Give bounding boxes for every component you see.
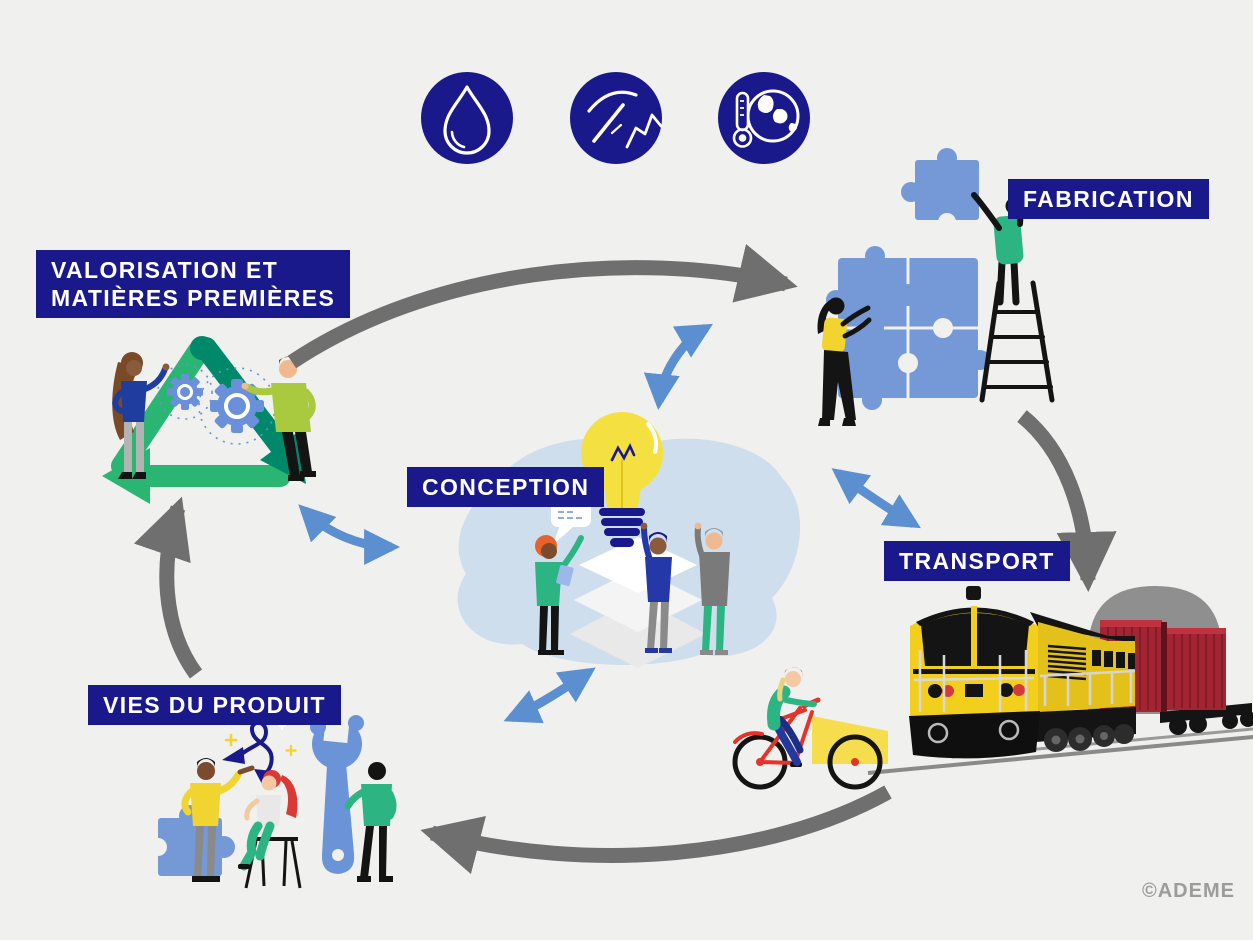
big-wrench bbox=[310, 708, 364, 874]
arrow-vies-to-valorisation bbox=[133, 496, 203, 679]
arrow-fabrication-transport bbox=[831, 468, 921, 529]
pickaxe-mining-icon bbox=[570, 72, 663, 164]
person-silhouette-puzzle bbox=[817, 297, 872, 426]
inner-arrows bbox=[298, 323, 921, 724]
recycling-symbol bbox=[102, 336, 306, 504]
curly-arrow-doodle bbox=[222, 720, 297, 786]
arrow-valorisation-to-fabrication bbox=[287, 243, 798, 369]
person-woman-recycling bbox=[112, 352, 170, 479]
rail-track bbox=[867, 735, 1253, 775]
transport-label: TRANSPORT bbox=[884, 541, 1070, 582]
arrow-transport-to-vies bbox=[420, 785, 892, 875]
conception-label: CONCEPTION bbox=[407, 467, 605, 508]
gears bbox=[157, 364, 276, 445]
person-presenter bbox=[535, 535, 584, 655]
person-listening bbox=[694, 522, 730, 655]
arrow-conception-valorisation bbox=[298, 504, 401, 565]
person-green-sweater bbox=[344, 762, 397, 882]
person-seated-stool bbox=[238, 770, 302, 889]
valorisation-label-line1: VALORISATION ET bbox=[51, 257, 279, 283]
transport-illustration bbox=[732, 586, 1253, 790]
cycle-arrows bbox=[133, 243, 1117, 875]
person-on-ladder bbox=[971, 192, 1024, 306]
person-pointing bbox=[640, 522, 672, 653]
conception-illustration bbox=[457, 412, 801, 668]
valorisation-illustration bbox=[102, 336, 316, 504]
puzzle-piece-single bbox=[149, 805, 235, 876]
puzzle-piece-floating bbox=[901, 148, 979, 231]
water-drop-icon bbox=[421, 72, 513, 164]
arrow-conception-fabrication bbox=[643, 323, 713, 411]
arrow-fabrication-to-transport bbox=[1017, 410, 1117, 592]
valorisation-label: VALORISATION ET MATIÈRES PREMIÈRES bbox=[36, 250, 351, 319]
thermometer-globe-icon bbox=[718, 72, 810, 164]
valorisation-label-line2: MATIÈRES PREMIÈRES bbox=[51, 285, 336, 312]
ladder bbox=[979, 280, 1055, 403]
person-yellow-sweater bbox=[181, 758, 255, 882]
arrow-conception-transport bbox=[503, 667, 596, 724]
cargo-bike bbox=[732, 666, 888, 790]
person-man-recycling bbox=[241, 356, 316, 481]
vies-du-produit-label: VIES DU PRODUIT bbox=[88, 685, 341, 726]
impact-icons bbox=[421, 72, 810, 164]
ademe-credit: ©ADEME bbox=[1142, 880, 1235, 902]
locomotive bbox=[909, 586, 1136, 759]
fabrication-label: FABRICATION bbox=[1008, 179, 1209, 220]
vies-illustration bbox=[149, 708, 397, 889]
fabrication-illustration bbox=[817, 148, 1055, 426]
